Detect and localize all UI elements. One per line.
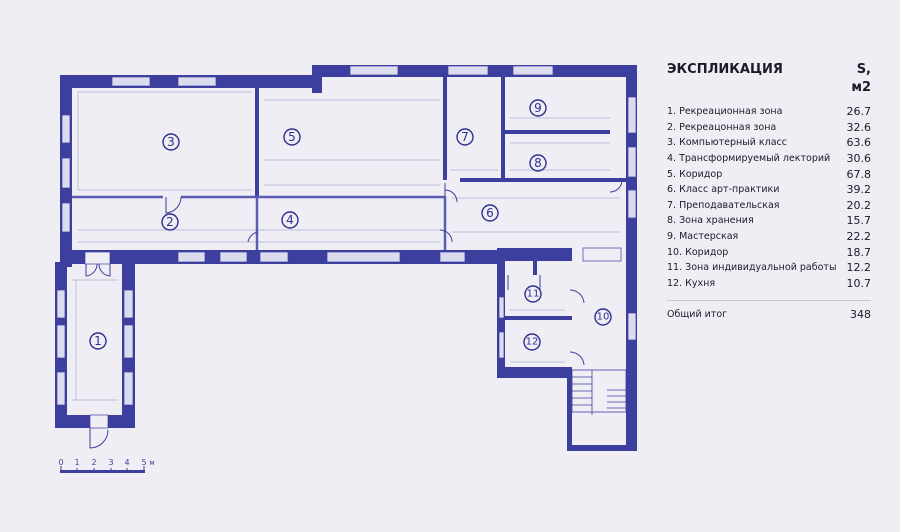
svg-text:8: 8 — [534, 156, 542, 170]
room-label-1: 1 — [89, 332, 107, 350]
room-area: 12.2 — [846, 261, 872, 275]
interior-walls — [72, 76, 628, 320]
legend-row: 8. Зона хранения 15.7 — [667, 213, 871, 229]
legend-row: 7. Преподавательская 20.2 — [667, 198, 871, 214]
legend-row: 5. Коридор 67.8 — [667, 166, 871, 182]
room-label-2: 2 — [161, 213, 179, 231]
svg-text:7: 7 — [461, 130, 469, 144]
scale-tick-1: 1 — [74, 458, 79, 467]
room-label-3: 3 — [162, 133, 180, 151]
legend-area-header: S, — [856, 62, 871, 77]
room-area: 39.2 — [846, 183, 872, 197]
room-label-5: 5 — [283, 128, 301, 146]
room-name: 3. Компьютерный класс — [667, 137, 788, 149]
svg-text:6: 6 — [486, 206, 494, 220]
room-area: 30.6 — [846, 152, 872, 166]
room-label-6: 6 — [481, 204, 499, 222]
room-label-8: 8 — [529, 154, 547, 172]
explication-legend: ЭКСПЛИКАЦИЯ S, м2 1. Рекреационная зона 2… — [667, 62, 871, 323]
scale-bar: 0 1 2 3 4 5 м — [58, 458, 155, 473]
total-label: Общий итог — [667, 309, 728, 321]
legend-row: 9. Мастерская 22.2 — [667, 229, 871, 245]
room-name: 2. Рекреацонная зона — [667, 121, 777, 133]
legend-row: 12. Кухня 10.7 — [667, 276, 871, 292]
legend-row: 11. Зона индивидуальной работы 12.2 — [667, 260, 871, 276]
windows — [56, 65, 637, 429]
room-area: 67.8 — [846, 167, 872, 181]
legend-divider — [667, 300, 871, 302]
room-name: 7. Преподавательская — [667, 199, 780, 211]
svg-text:5: 5 — [288, 130, 296, 144]
room-label-11: 11 — [524, 285, 542, 303]
legend-area-unit: м2 — [851, 80, 871, 95]
room-label-7: 7 — [456, 128, 474, 146]
scale-tick-0: 0 — [58, 458, 63, 467]
room-name: 11. Зона индивидуальной работы — [667, 262, 837, 274]
scale-tick-2: 2 — [91, 458, 96, 467]
room-name: 6. Класс арт-практики — [667, 184, 780, 196]
room-area: 26.7 — [846, 105, 872, 119]
room-name: 8. Зона хранения — [667, 215, 754, 227]
svg-text:1: 1 — [94, 334, 102, 348]
room-area: 18.7 — [846, 245, 872, 259]
doors — [85, 179, 623, 449]
room-area: 20.2 — [846, 198, 872, 212]
legend-total-row: Общий итог 348 — [667, 307, 871, 323]
svg-text:12: 12 — [526, 337, 539, 348]
room-area: 32.6 — [846, 120, 872, 134]
legend-title: ЭКСПЛИКАЦИЯ — [667, 62, 783, 77]
legend-row: 1. Рекреационная зона 26.7 — [667, 104, 871, 120]
room-name: 5. Коридор — [667, 168, 723, 180]
room-name: 1. Рекреационная зона — [667, 106, 783, 118]
dimension-lines — [72, 91, 620, 401]
staircase — [571, 369, 627, 415]
scale-tick-5: 5 — [141, 458, 146, 467]
room-area: 15.7 — [846, 214, 872, 228]
room-label-12: 12 — [523, 333, 541, 351]
svg-text:4: 4 — [286, 213, 294, 227]
legend-row: 2. Рекреацонная зона 32.6 — [667, 120, 871, 136]
scale-unit: м — [149, 459, 154, 467]
scale-tick-4: 4 — [124, 458, 129, 467]
room-area: 63.6 — [846, 136, 872, 150]
svg-text:2: 2 — [166, 215, 174, 229]
svg-text:3: 3 — [167, 135, 175, 149]
svg-text:11: 11 — [527, 289, 540, 300]
total-value: 348 — [850, 308, 871, 322]
room-label-10: 10 — [594, 308, 612, 326]
legend-row: 10. Коридор 18.7 — [667, 244, 871, 260]
room-area: 22.2 — [846, 230, 872, 244]
room-name: 4. Трансформируемый лекторий — [667, 153, 831, 165]
room-name: 9. Мастерская — [667, 231, 739, 243]
legend-row: 4. Трансформируемый лекторий 30.6 — [667, 151, 871, 167]
legend-row: 3. Компьютерный класс 63.6 — [667, 135, 871, 151]
room-label-4: 4 — [281, 211, 299, 229]
legend-row: 6. Класс арт-практики 39.2 — [667, 182, 871, 198]
room-label-9: 9 — [529, 99, 547, 117]
room-name: 10. Коридор — [667, 246, 729, 258]
scale-tick-3: 3 — [108, 458, 113, 467]
svg-text:9: 9 — [534, 101, 542, 115]
room-area: 10.7 — [846, 276, 872, 290]
room-name: 12. Кухня — [667, 277, 716, 289]
svg-text:10: 10 — [597, 312, 610, 323]
